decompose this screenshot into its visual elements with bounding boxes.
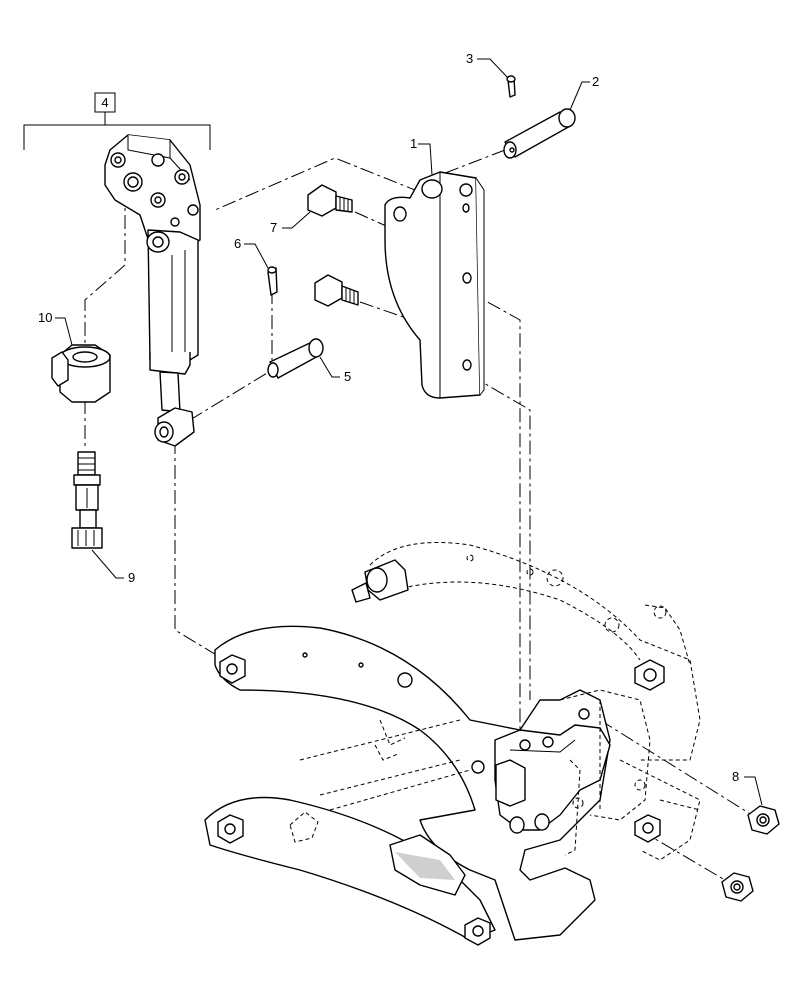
bolt-7	[307, 184, 353, 217]
bolt-lower	[314, 274, 359, 307]
assembly-center-lines	[84, 149, 761, 891]
solenoid-coil	[51, 344, 111, 403]
hitch-frame-assembly	[204, 542, 701, 946]
hydraulic-valve-cylinder	[104, 134, 201, 447]
cartridge-valve	[71, 451, 103, 549]
flange-nut-lower	[721, 872, 754, 902]
assembly-group-bracket-4: 4	[23, 92, 211, 150]
callout-1-label: 1	[410, 136, 417, 151]
clevis-pin-5	[267, 338, 324, 379]
clevis-pin-2	[503, 108, 576, 159]
callout-5-label: 5	[344, 369, 351, 384]
callout-7-label: 7	[270, 220, 277, 235]
cotter-pin-3	[506, 75, 516, 98]
callouts: 1 2 3 5 6 7 8 9 10	[38, 51, 763, 806]
mounting-bracket-1	[384, 171, 485, 399]
callout-10-label: 10	[38, 310, 52, 325]
r-clip-6	[267, 266, 278, 296]
callout-9-label: 9	[128, 570, 135, 585]
callout-8-label: 8	[732, 769, 739, 784]
callout-4-label: 4	[101, 95, 108, 110]
flange-nut-8	[747, 805, 780, 835]
callout-2-label: 2	[592, 74, 599, 89]
callout-6-label: 6	[234, 236, 241, 251]
callout-3-label: 3	[466, 51, 473, 66]
